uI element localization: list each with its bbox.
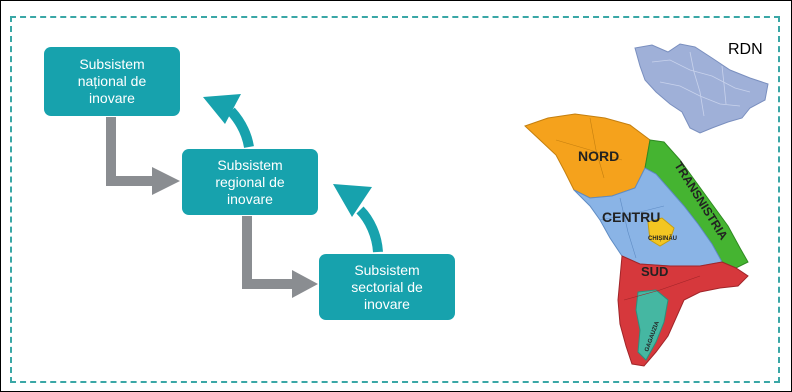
label-centru: CENTRU	[602, 209, 660, 225]
box-national-subsystem: Subsistem național de inovare	[44, 47, 180, 116]
box-national-line-3: inovare	[89, 90, 135, 106]
teal-arrow-1	[203, 94, 254, 148]
box-national-line-2: național de	[77, 73, 147, 89]
rdn-inset-map	[634, 43, 769, 134]
label-sud: SUD	[641, 264, 668, 279]
region-centru	[573, 167, 723, 267]
box-regional-line-1: Subsistem	[217, 156, 283, 173]
box-sectorial-line-2: sectorial de	[351, 278, 423, 295]
box-sectorial-line-1: Subsistem	[354, 261, 420, 278]
label-nord: NORD	[578, 148, 619, 164]
box-sectorial-subsystem: Subsistem sectorial de inovare	[319, 254, 455, 320]
box-regional-subsystem: Subsistem regional de inovare	[182, 149, 318, 215]
rdn-label: RDN	[728, 41, 763, 58]
box-regional-line-3: inovare	[227, 190, 273, 207]
gray-arrow-2	[242, 216, 318, 298]
region-gagauzia	[635, 289, 669, 361]
box-regional-line-2: regional de	[215, 173, 285, 190]
box-sectorial-line-3: inovare	[364, 295, 410, 312]
gray-arrow-1	[106, 117, 180, 195]
teal-arrow-2	[333, 184, 383, 253]
label-chisinau: CHIȘINĂU	[648, 235, 677, 242]
region-chisinau	[647, 217, 675, 247]
moldova-map: NORD CENTRU CHIȘINĂU SUD TRANSNISTRIA GA…	[524, 113, 749, 367]
box-national-line-1: Subsistem	[79, 56, 145, 72]
dashed-border	[10, 16, 780, 383]
